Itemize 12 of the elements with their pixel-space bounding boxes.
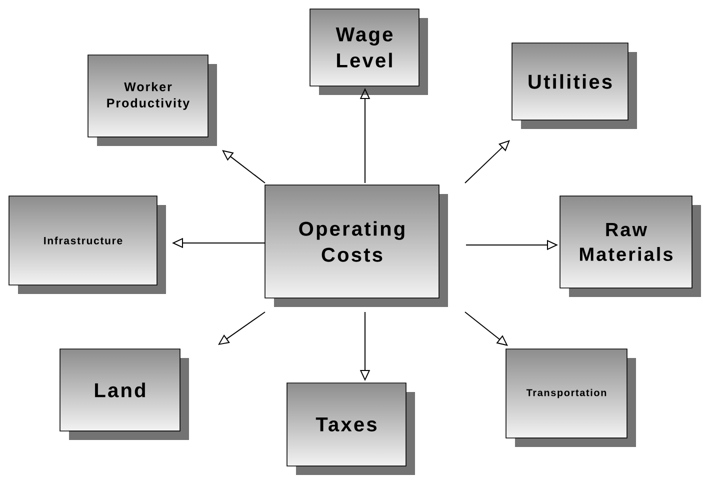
process-box: Taxes bbox=[286, 382, 415, 475]
process-box: Operating Costs bbox=[264, 184, 448, 307]
process-box: Land bbox=[60, 348, 189, 440]
arrow bbox=[222, 150, 266, 184]
process-box: Utilities bbox=[512, 42, 637, 129]
process-box: Worker Productivity bbox=[88, 54, 217, 146]
arrow bbox=[464, 140, 510, 184]
process-box: Infrastructure bbox=[8, 196, 166, 294]
process-box: Transportation bbox=[506, 348, 636, 447]
process-box: Raw Materials bbox=[560, 196, 701, 297]
process-box: Wage Level bbox=[310, 8, 428, 95]
arrow bbox=[464, 312, 508, 346]
